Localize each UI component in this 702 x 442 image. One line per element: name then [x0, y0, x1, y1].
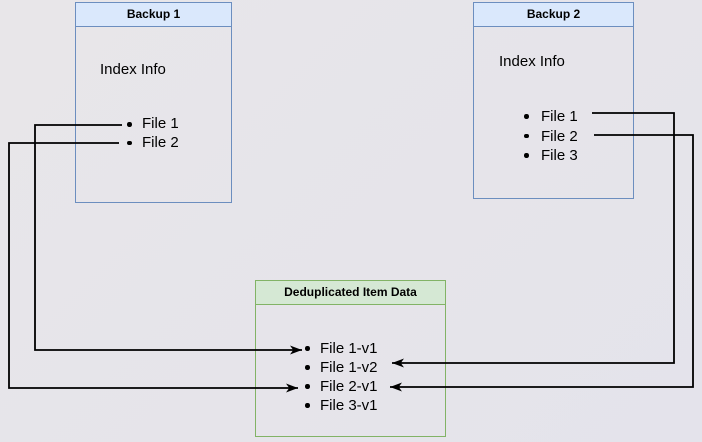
- backup2-title: Backup 2: [474, 3, 633, 27]
- dedup-item-file3v1: File 3-v1: [305, 396, 378, 415]
- backup2-file-1: File 1: [524, 107, 578, 127]
- dedup-item-file2v1: File 2-v1: [305, 377, 378, 396]
- backup2-file-3: File 3: [524, 146, 578, 166]
- deduplicated-item-data-box: Deduplicated Item Data File 1-v1 File 1-…: [255, 280, 446, 437]
- dedup-item-file1v1: File 1-v1: [305, 339, 378, 358]
- backup1-title: Backup 1: [76, 3, 231, 27]
- backup1-index-info-label: Index Info: [100, 61, 166, 78]
- backup1-file-list: File 1 File 2: [127, 115, 179, 152]
- backup1-box: Backup 1 Index Info File 1 File 2: [75, 2, 232, 203]
- backup2-file-2: File 2: [524, 127, 578, 147]
- backup1-file-2: File 2: [127, 134, 179, 153]
- dedup-item-list: File 1-v1 File 1-v2 File 2-v1 File 3-v1: [305, 339, 378, 415]
- backup2-file-list: File 1 File 2 File 3: [524, 107, 578, 166]
- dedup-item-file1v2: File 1-v2: [305, 358, 378, 377]
- backup2-index-info-label: Index Info: [499, 53, 565, 70]
- dedup-title: Deduplicated Item Data: [256, 281, 445, 305]
- backup1-file-1: File 1: [127, 115, 179, 134]
- backup2-box: Backup 2 Index Info File 1 File 2 File 3: [473, 2, 634, 199]
